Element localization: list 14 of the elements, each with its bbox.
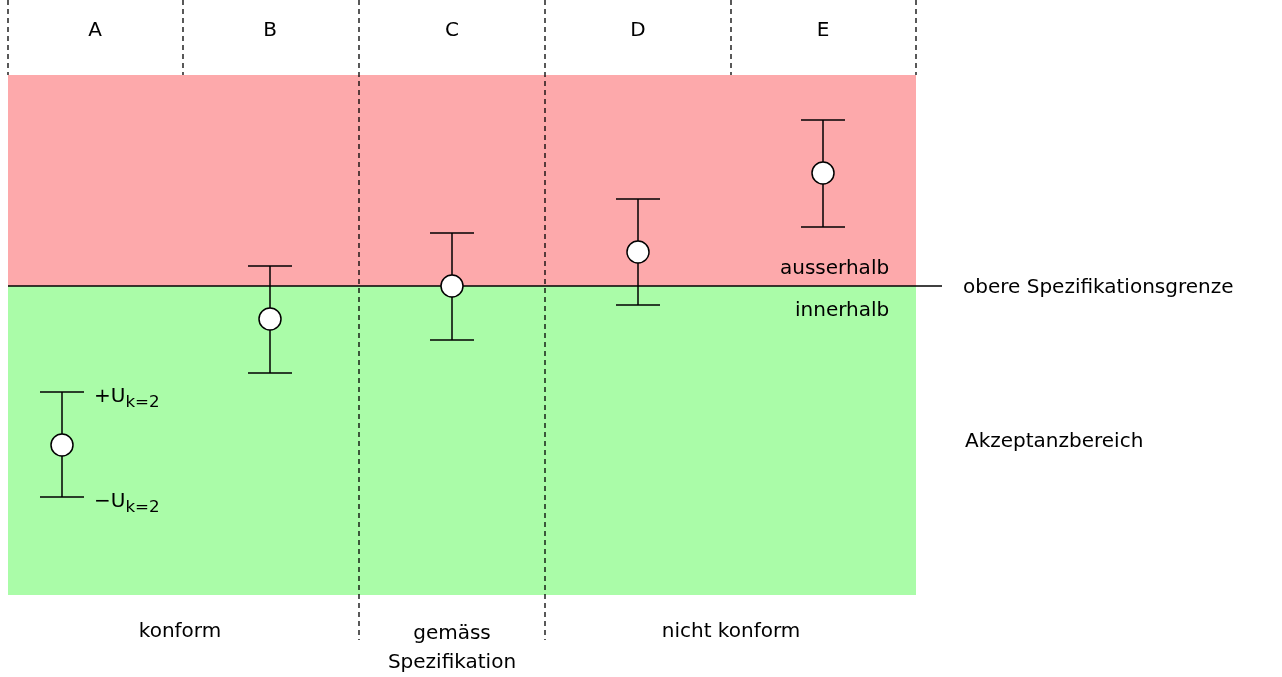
- column-letter: A: [88, 17, 102, 41]
- region-label: ausserhalb: [780, 255, 890, 279]
- limit-label: obere Spezifikationsgrenze: [963, 274, 1234, 298]
- uncertainty-label: +U$_{k=2}$: [94, 383, 160, 413]
- region-label: innerhalb: [795, 297, 890, 321]
- column-letter: B: [263, 17, 277, 41]
- verdict-label: gemäss Spezifikation: [386, 619, 518, 675]
- column-letter: E: [816, 17, 830, 41]
- verdict-label: nicht konform: [661, 618, 801, 642]
- region-label: Akzeptanzbereich: [965, 428, 1144, 452]
- verdict-label: konform: [138, 618, 222, 642]
- uncertainty-label: −U$_{k=2}$: [94, 488, 160, 518]
- column-letter: C: [445, 17, 459, 41]
- column-letter: D: [630, 17, 646, 41]
